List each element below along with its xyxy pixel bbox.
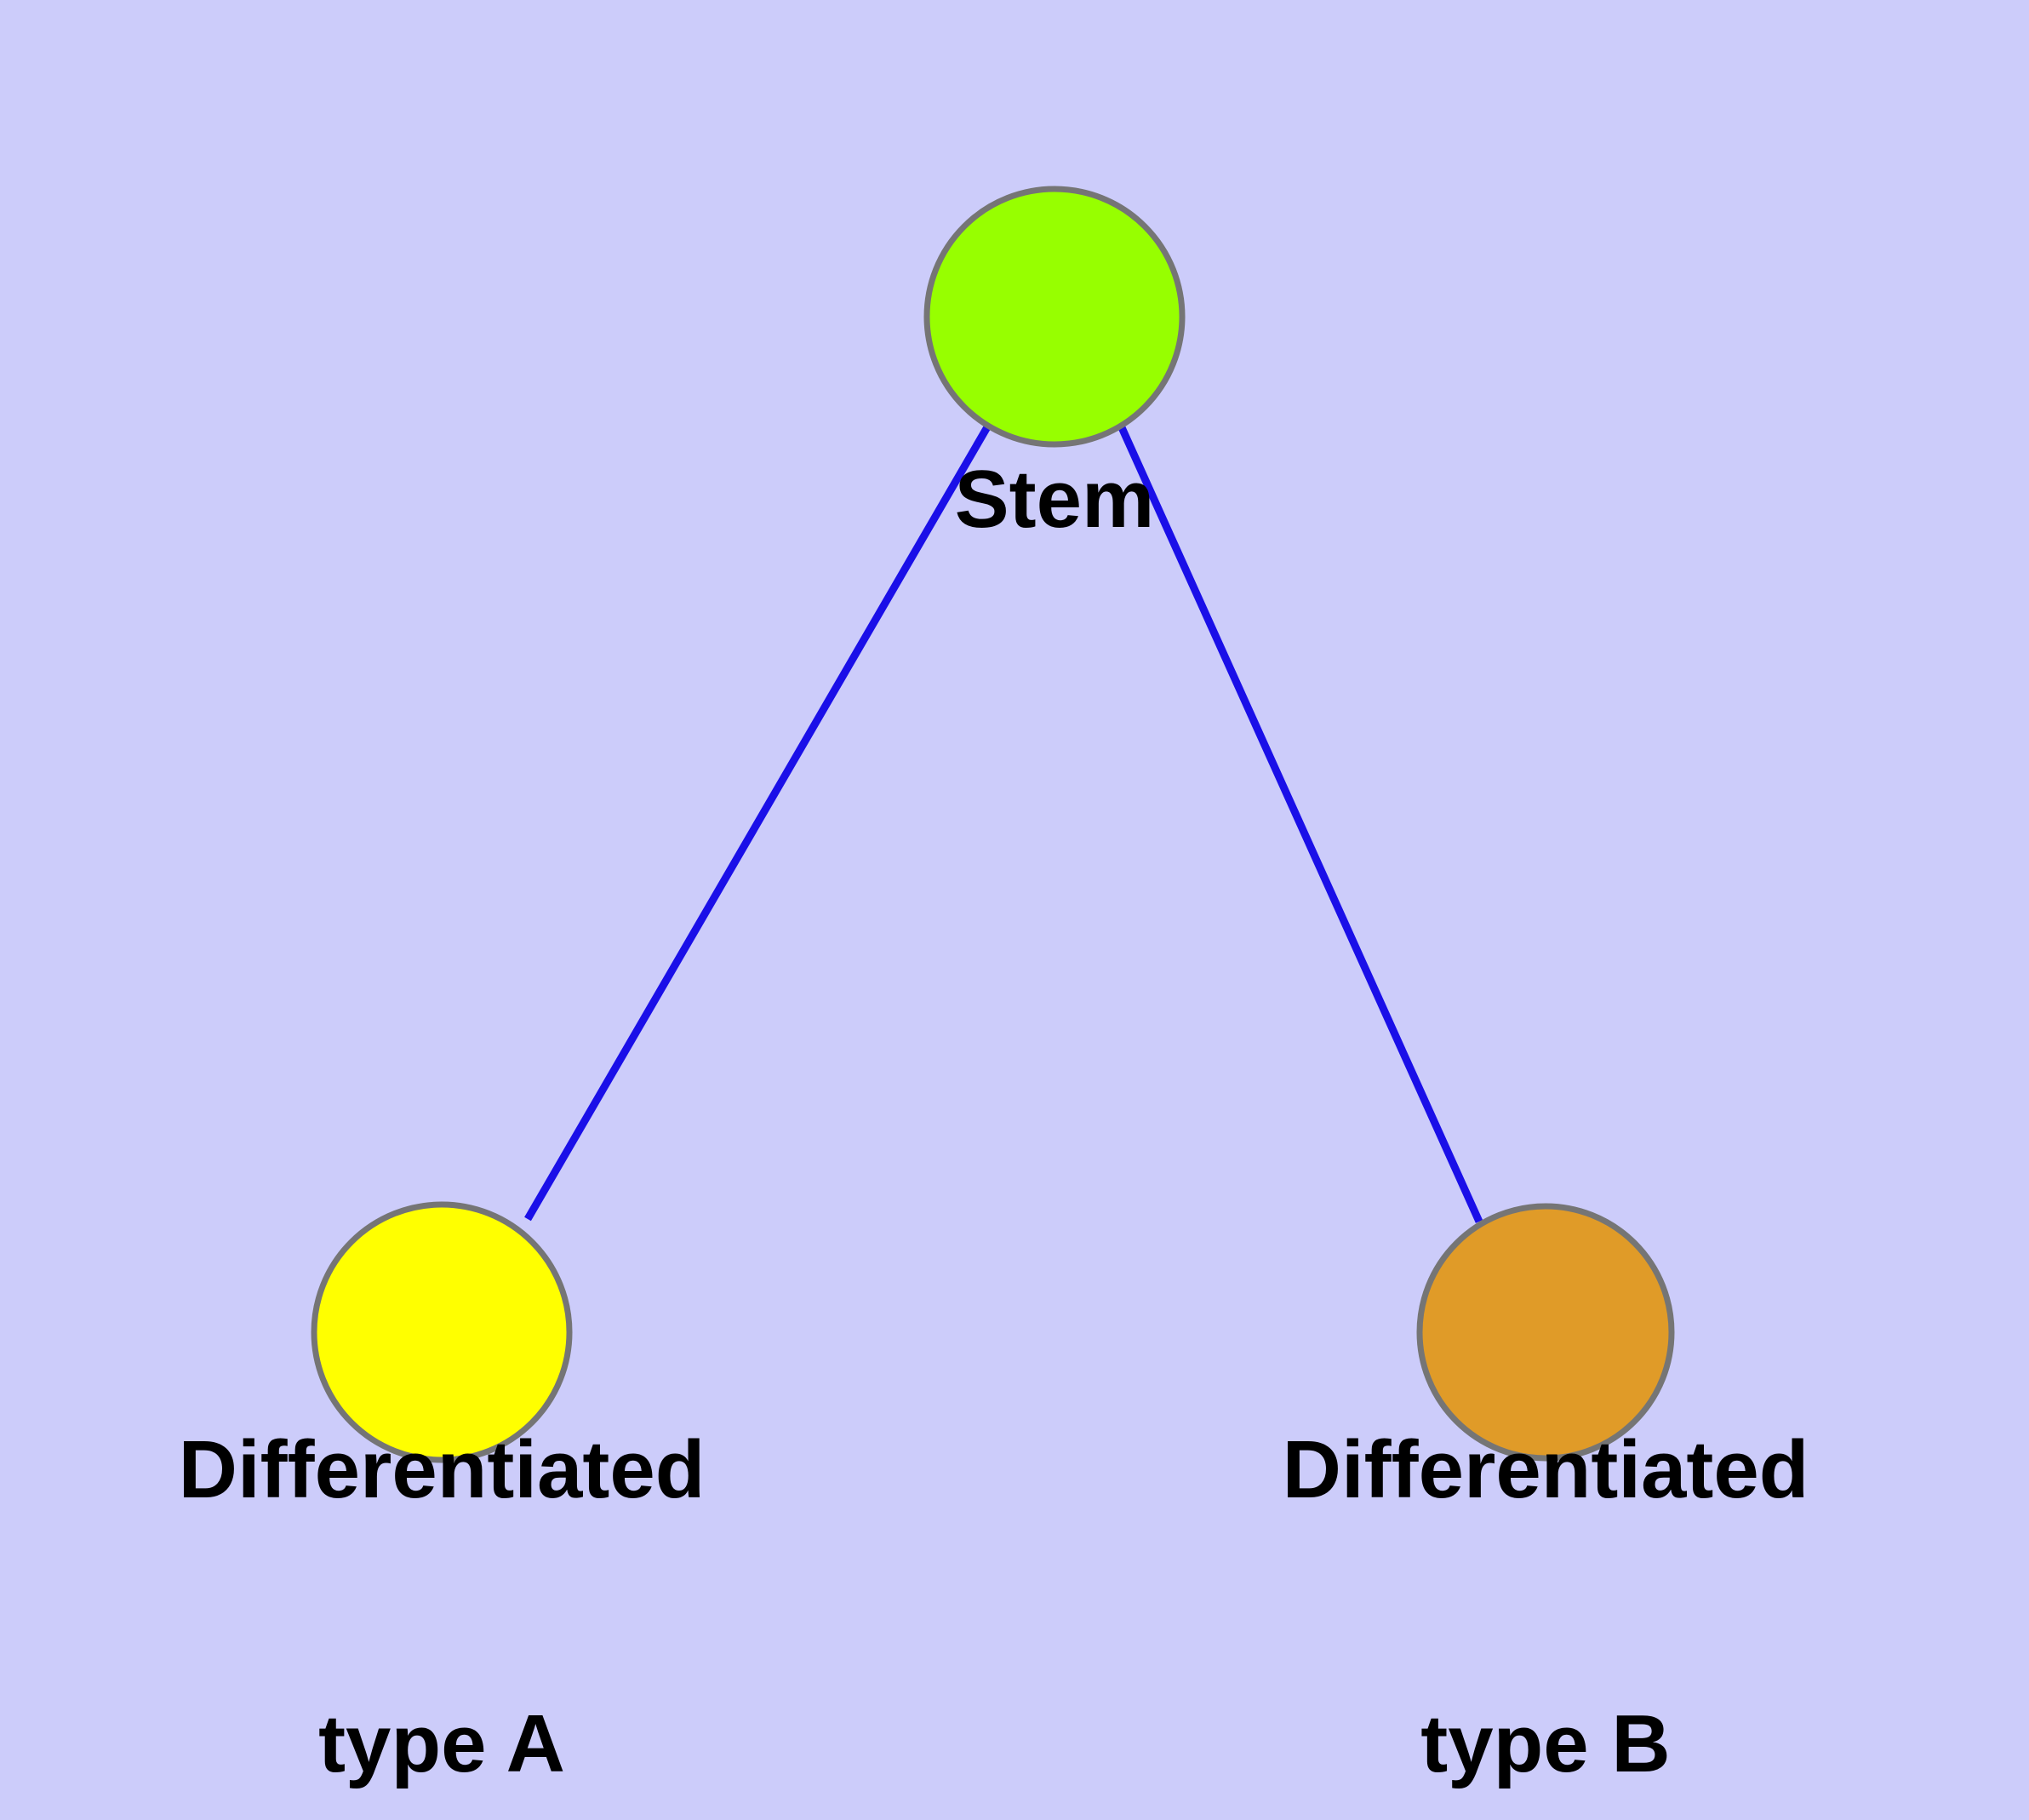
node-circle-stem[interactable]: [923, 186, 1186, 448]
edge-stem-to-diff-b: [1117, 424, 1483, 1223]
edge-stem-to-diff-a: [524, 423, 992, 1222]
node-circle-diff-b[interactable]: [1416, 1203, 1675, 1462]
node-layer: [311, 186, 1675, 1463]
edge-layer: [524, 423, 1483, 1223]
node-circle-diff-a[interactable]: [311, 1201, 573, 1463]
